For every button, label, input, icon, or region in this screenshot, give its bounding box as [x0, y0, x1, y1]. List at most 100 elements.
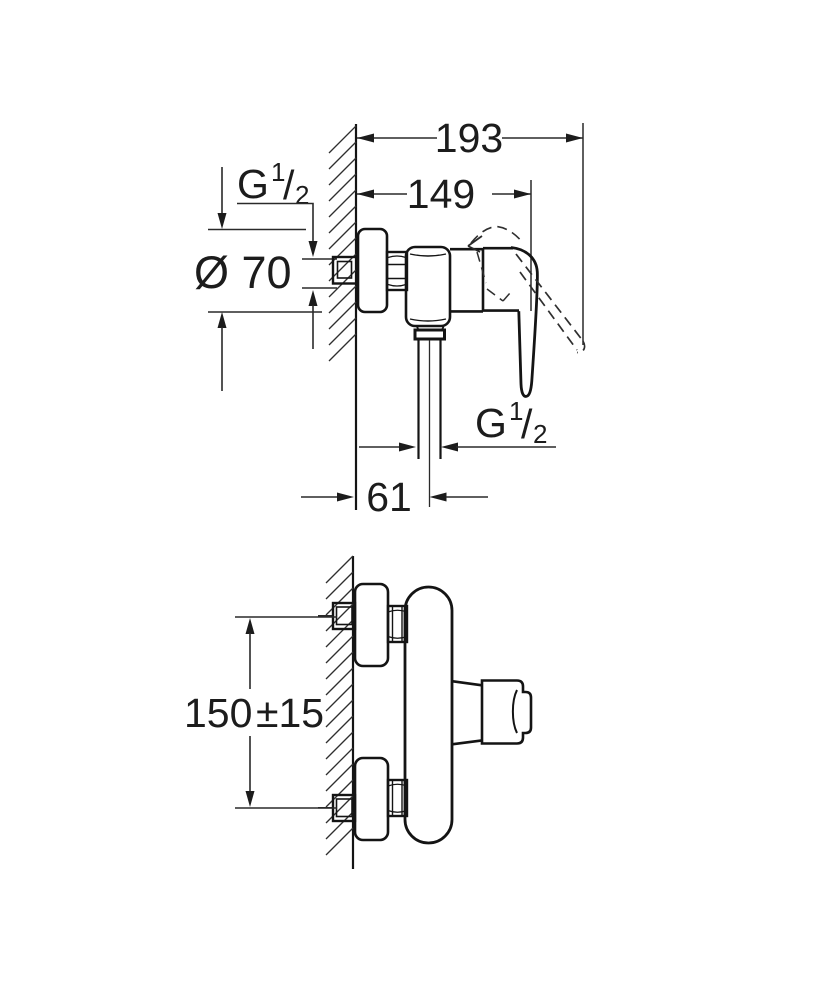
dim-body-projection: 149 [357, 171, 532, 311]
hatch-line [325, 827, 354, 856]
hatch-line [325, 715, 354, 744]
valve-body [404, 245, 452, 328]
outlet-pipe [417, 339, 442, 459]
handle-knob [480, 679, 533, 745]
hatch-line [328, 221, 357, 250]
hatch-line [328, 157, 357, 186]
dim-escutcheon-diameter: Ø 70 [194, 167, 322, 391]
handle-stem [451, 679, 483, 746]
arrowhead-up [245, 618, 255, 634]
arrowhead-down [245, 791, 255, 807]
escutcheon [353, 582, 390, 668]
hatch-line [325, 763, 354, 792]
mixer-body-side [331, 225, 586, 507]
mixer-body-front [403, 585, 533, 845]
arrowhead-left [429, 492, 447, 502]
handle-cap [483, 246, 519, 312]
hatch-line [328, 141, 357, 170]
hatch-line [325, 731, 354, 760]
dim-label-inlet-thread: G 1 / 2 [237, 157, 309, 210]
escutcheon [356, 227, 389, 314]
front-view: 150 ±15 [184, 555, 533, 869]
dim-label-193: 193 [435, 115, 503, 161]
nut-outline [385, 250, 409, 292]
nut-outline [386, 604, 409, 644]
arrowhead-right [514, 189, 531, 199]
hatch-line [325, 795, 354, 824]
wall-union-inner [335, 798, 353, 818]
arrowhead-up [308, 290, 318, 306]
nut-chamfers [387, 255, 407, 287]
hatch-line [328, 173, 357, 202]
hatch-line [325, 667, 354, 696]
hatch-line [328, 333, 357, 362]
raised-lever-edge-1 [515, 253, 584, 342]
handle-knob-face-arc [511, 689, 518, 734]
arrowhead-right [337, 492, 354, 502]
dim-inlet-thread: G 1 / 2 [237, 157, 337, 349]
dim-total-projection: 193 [357, 115, 584, 345]
wall-union-inner [336, 260, 353, 279]
hatch-line [325, 635, 354, 664]
dim-label-149: 149 [407, 171, 475, 217]
dim-outlet-offset: 61 [301, 474, 488, 520]
swing-arc [470, 225, 521, 244]
arrowhead-up [217, 312, 227, 328]
hatch-line [325, 587, 354, 616]
arrowhead-right [566, 133, 583, 143]
arrowhead-left [357, 189, 374, 199]
dim-outlet-thread: G 1 / 2 [359, 396, 556, 452]
hatch-line [328, 317, 357, 346]
handle-swing-indication [467, 225, 586, 354]
extension-lines [208, 228, 322, 313]
dim-label-61: 61 [366, 474, 412, 520]
hatch-line [328, 285, 357, 314]
extension-lines [235, 616, 337, 809]
arrowhead-left [441, 442, 458, 452]
lever-handle [510, 246, 539, 398]
arrowhead-down [308, 241, 318, 257]
outlet-flange [413, 328, 446, 341]
raised-lever-tip [576, 340, 586, 354]
hatch-line [328, 301, 357, 330]
wall-union-inner [335, 606, 353, 626]
upper-supply-connection [318, 582, 409, 668]
dim-supply-distance: 150 ±15 [184, 616, 337, 809]
hatch-line [325, 555, 354, 584]
body-capsule [403, 585, 454, 845]
nut-facet-lines [391, 606, 403, 642]
arrowhead-right [399, 442, 416, 452]
hatch-line [325, 779, 354, 808]
body-chamfer-lines [409, 253, 447, 322]
cartridge-section [450, 247, 485, 313]
arrowhead-down [217, 213, 227, 229]
nut-facet-lines [391, 780, 403, 816]
hatch-line [325, 683, 354, 712]
wall-hatching [325, 555, 354, 856]
hatch-line [325, 603, 354, 632]
lever-hidden-edges [476, 251, 511, 302]
hatch-line [328, 189, 357, 218]
hatch-line [325, 651, 354, 680]
hatch-line [328, 205, 357, 234]
raised-lever-edge-2 [519, 271, 578, 351]
hatch-line [325, 699, 354, 728]
escutcheon [353, 756, 390, 842]
hatch-line [325, 571, 354, 600]
leader-line [237, 202, 314, 241]
wall-hatching [328, 125, 357, 362]
extension-lines [302, 258, 337, 289]
swing-arc-arrowhead [467, 235, 483, 253]
union-nut [385, 250, 409, 292]
dim-label-150: 150 ±15 [184, 690, 324, 736]
dim-label-outlet-thread: G 1 / 2 [475, 396, 547, 449]
dim-label-diameter: Ø 70 [194, 247, 292, 298]
nut-outline [386, 778, 409, 818]
hatch-line [328, 125, 357, 154]
nut-facet-lines [387, 263, 407, 280]
hatch-line [325, 747, 354, 776]
arrowhead-left [357, 133, 374, 143]
side-view: 193 149 G 1 / 2 Ø 70 [194, 115, 586, 520]
